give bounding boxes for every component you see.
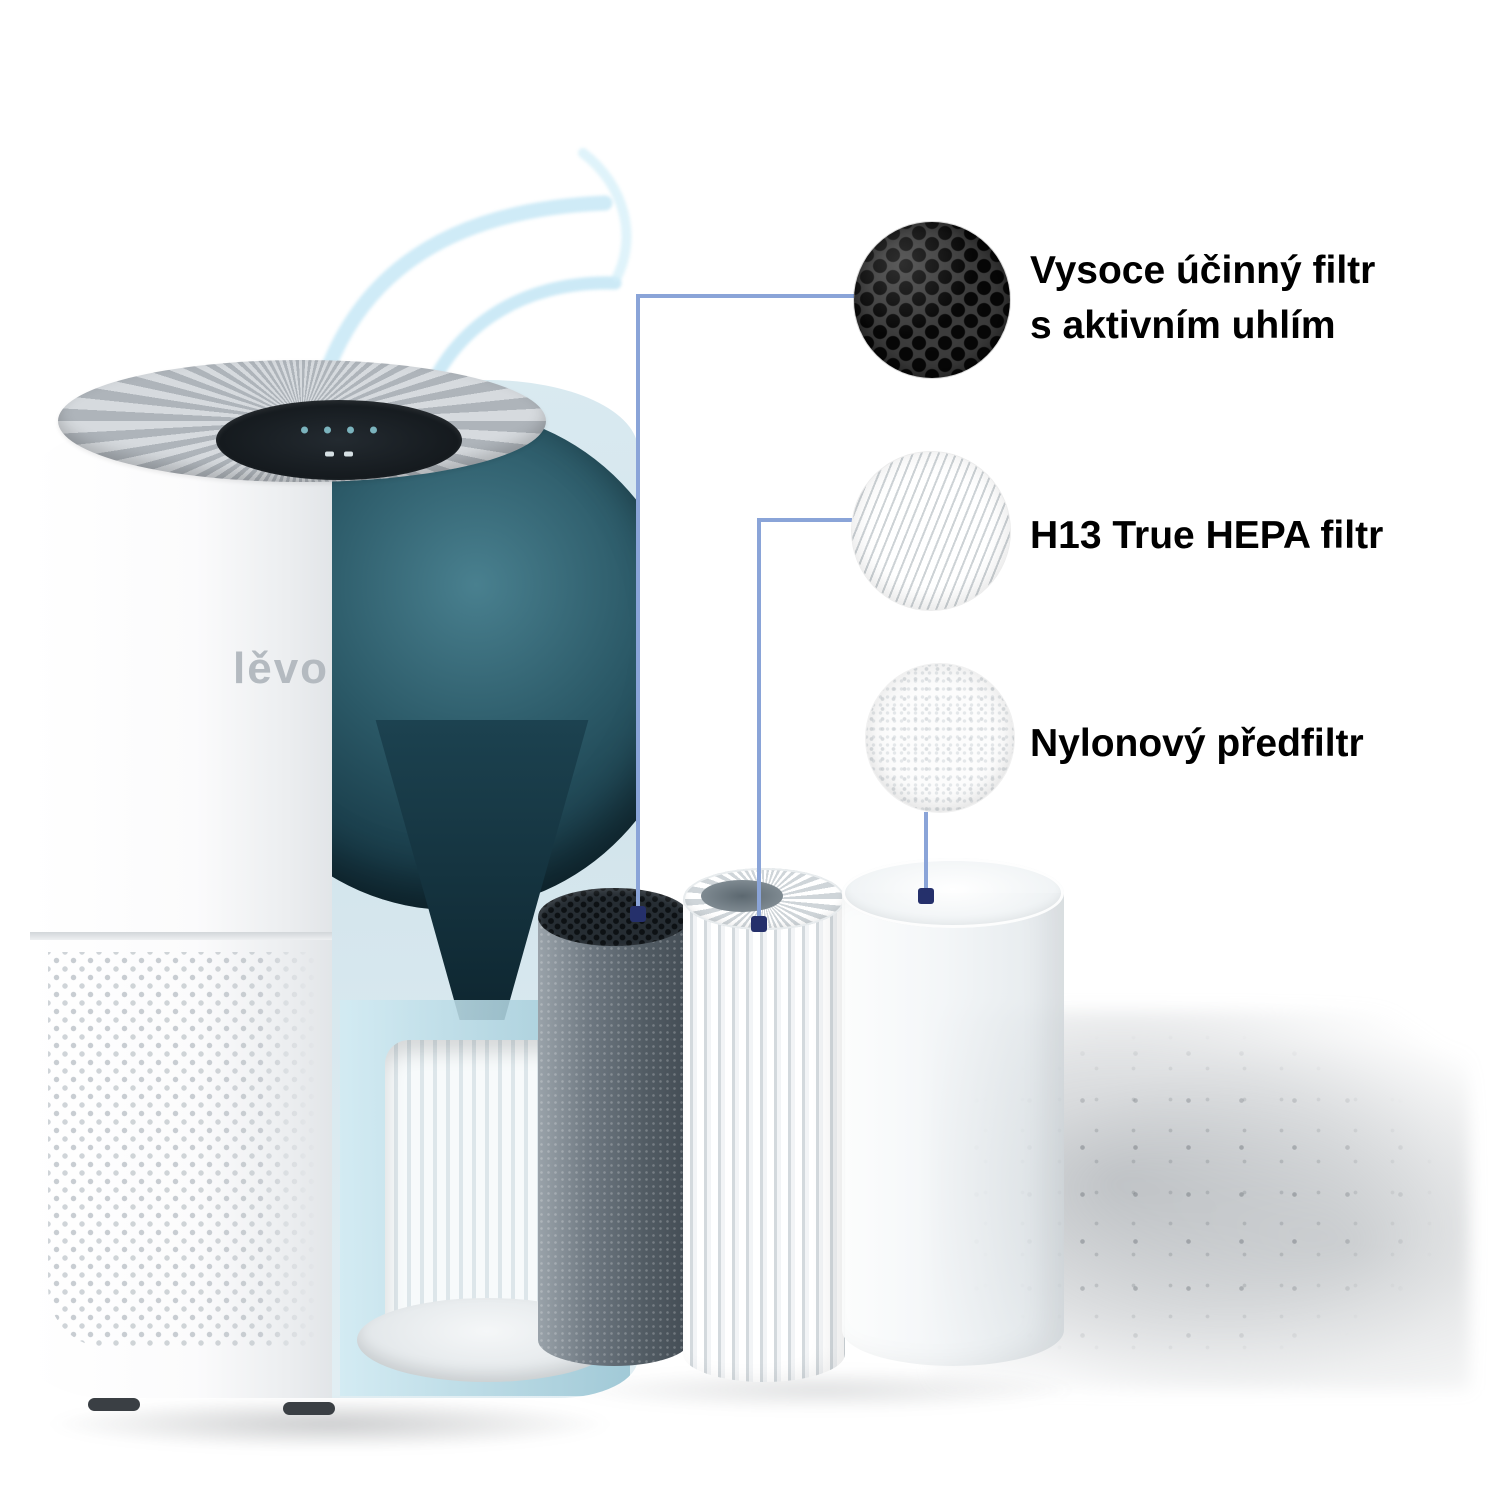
purifier-foot (88, 1398, 140, 1411)
leader-line-hepa-vertical (757, 518, 761, 924)
callout-label-hepa: H13 True HEPA filtr (1030, 508, 1383, 563)
leader-line-prefilter-vertical (924, 812, 928, 896)
callout-label-carbon-line1: Vysoce účinný filtr (1030, 249, 1376, 292)
callout-label-prefilter: Nylonový předfiltr (1030, 716, 1364, 771)
leader-dot-prefilter (918, 888, 934, 904)
callout-label-hepa-line1: H13 True HEPA filtr (1030, 514, 1384, 557)
control-panel (216, 400, 462, 480)
control-display (325, 451, 353, 457)
carbon-filter-cylinder (538, 888, 690, 1366)
callout-label-carbon: Vysoce účinný filtr s aktivním uhlím (1030, 243, 1375, 354)
carbon-filter-body (538, 917, 690, 1366)
leader-dot-hepa (751, 916, 767, 932)
callout-label-prefilter-line1: Nylonový předfiltr (1030, 722, 1364, 765)
callout-label-carbon-line2: s aktivním uhlím (1030, 304, 1336, 348)
hepa-filter-body (683, 899, 845, 1382)
brand-logo: lěvo (233, 644, 330, 693)
control-icons (301, 426, 377, 434)
prefilter-cylinder (842, 858, 1064, 1366)
body-seam (30, 932, 332, 940)
carbon-filter-top (538, 888, 690, 946)
purifier-foot (283, 1402, 335, 1415)
hepa-filter-cylinder (683, 868, 845, 1382)
prefilter-top (842, 858, 1064, 928)
leader-line-hepa-horizontal (757, 518, 852, 522)
leader-line-carbon-horizontal (636, 294, 854, 298)
air-intake-perforations (48, 952, 320, 1348)
carbon-swatch-icon (854, 222, 1010, 378)
hepa-swatch-icon (852, 452, 1010, 610)
prefilter-swatch-icon (866, 664, 1014, 812)
prefilter-body (842, 893, 1064, 1366)
leader-line-carbon-vertical (636, 294, 640, 914)
leader-dot-carbon (630, 906, 646, 922)
hepa-filter-core-opening (701, 880, 783, 912)
